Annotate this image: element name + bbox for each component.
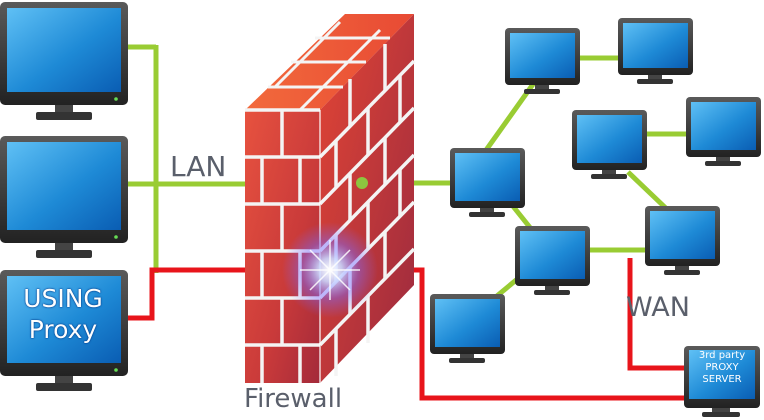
proxy-server-computer (684, 346, 760, 417)
lan-computer-2 (0, 136, 128, 258)
lan-junction-dot (356, 177, 368, 189)
wan-computer-5 (686, 97, 761, 166)
proxy-client-label-line1: USING (23, 284, 103, 313)
proxy-server-label-line1: 3rd party (698, 350, 746, 361)
lan-links (128, 44, 245, 273)
proxy-client-label-line2: Proxy (28, 315, 98, 344)
proxy-server-label-line2: PROXY (705, 362, 739, 373)
breach-spark (300, 240, 360, 300)
wan-computer-7 (645, 206, 720, 275)
lan-label: LAN (170, 150, 227, 183)
wan-computer-4 (572, 110, 647, 179)
wan-computer-6 (515, 226, 590, 295)
proxy-server-label: 3rd party PROXY SERVER (690, 350, 754, 386)
wan-computer-1 (505, 28, 580, 94)
proxy-client-label: USING Proxy (4, 283, 122, 345)
wan-computer-8 (430, 294, 505, 363)
proxy-server-label-line3: SERVER (702, 374, 742, 385)
proxy-client-computer (0, 270, 128, 391)
firewall (245, 14, 416, 383)
wan-computer-2 (618, 18, 693, 84)
firewall-label: Firewall (244, 384, 343, 414)
wan-computer-3 (450, 148, 525, 217)
wan-label: WAN (626, 292, 690, 323)
lan-computer-1 (0, 2, 128, 120)
